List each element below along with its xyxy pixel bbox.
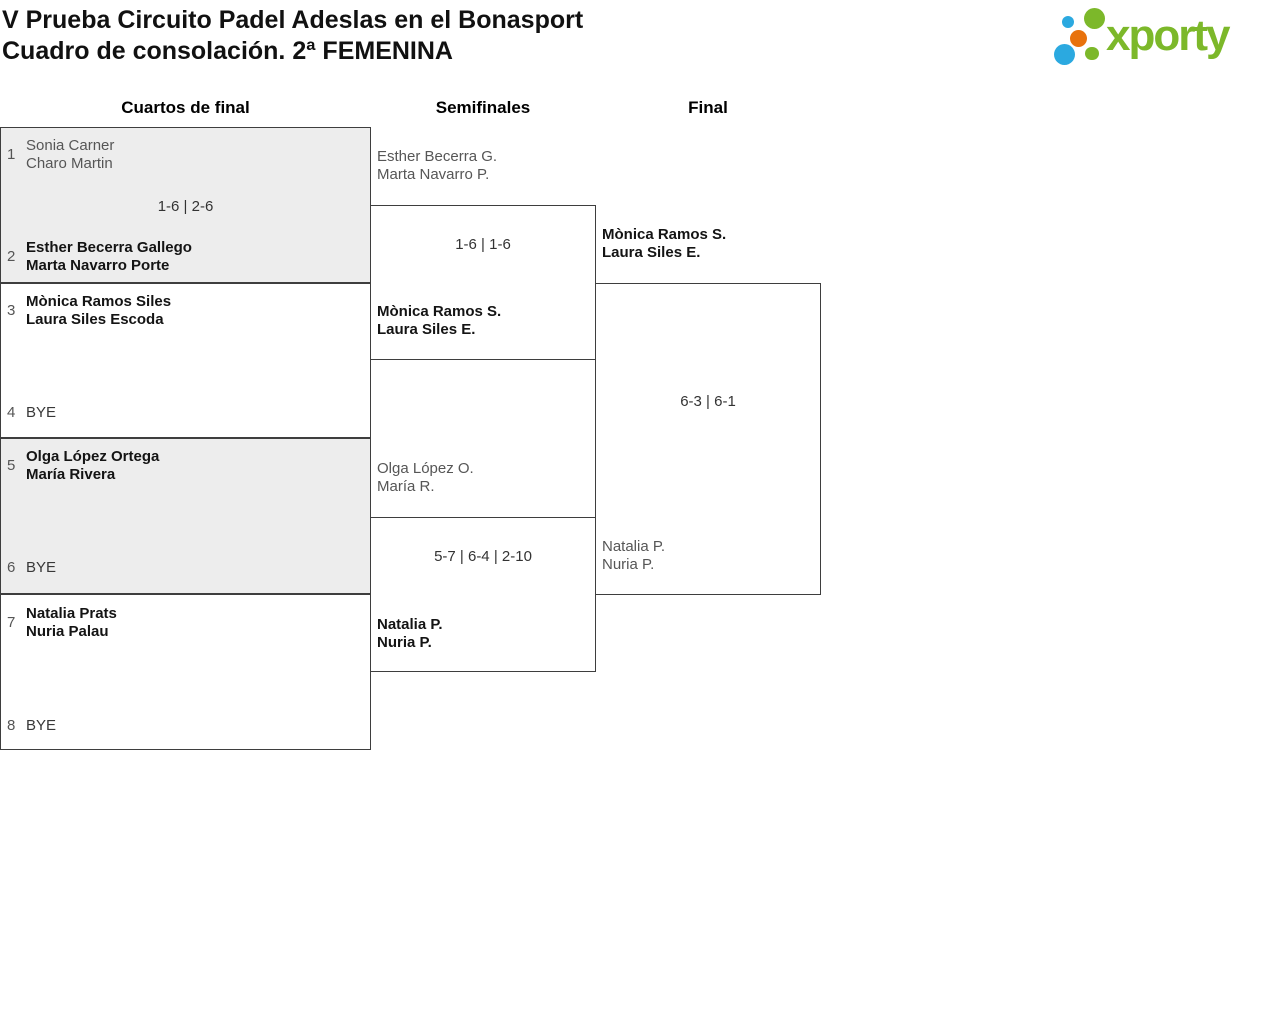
bye-slot: BYE — [26, 559, 57, 576]
team-name-pair: Olga López O. María R. — [377, 460, 474, 495]
team-name-pair: Natalia P. Nuria P. — [602, 538, 666, 573]
team-name-pair: Mònica Ramos Siles Laura Siles Escoda — [26, 293, 172, 328]
match-box-quarterfinal-2 — [0, 283, 371, 438]
seed-number: 4 — [7, 404, 16, 421]
seed-number: 8 — [7, 717, 16, 734]
team-name-pair: Natalia Prats Nuria Palau — [26, 605, 117, 640]
match-score: 5-7 | 6-4 | 2-10 — [434, 548, 532, 565]
team-name-pair: Sonia Carner Charo Martin — [26, 137, 115, 172]
logo-dot-green-small-icon — [1085, 46, 1099, 60]
round-header-semifinales: Semifinales — [435, 98, 531, 117]
seed-number: 2 — [7, 248, 16, 265]
logo-dot-blue-small-icon — [1062, 15, 1074, 28]
logo-dot-orange-icon — [1070, 30, 1087, 47]
match-score: 6-3 | 6-1 — [680, 393, 736, 410]
bye-slot: BYE — [26, 717, 57, 734]
logo-dot-green-large-icon — [1083, 7, 1105, 29]
bracket-subtitle: Cuadro de consolación. 2ª FEMENINA — [2, 37, 453, 65]
match-box-quarterfinal-3 — [0, 438, 371, 594]
seed-number: 5 — [7, 457, 16, 474]
bye-slot: BYE — [26, 404, 57, 421]
logo-dot-blue-large-icon — [1054, 44, 1075, 65]
logo-wordmark: xporty — [1106, 11, 1230, 60]
match-box-quarterfinal-1 — [0, 127, 371, 283]
team-name-pair: Esther Becerra Gallego Marta Navarro Por… — [26, 239, 192, 274]
seed-number: 6 — [7, 559, 16, 576]
match-box-quarterfinal-4 — [0, 594, 371, 750]
match-box-semifinal-1 — [370, 205, 596, 360]
seed-number: 7 — [7, 614, 16, 631]
seed-number: 3 — [7, 302, 16, 319]
match-box-final — [595, 283, 821, 595]
match-score: 1-6 | 2-6 — [157, 198, 214, 215]
team-name-pair: Olga López Ortega María Rivera — [26, 448, 160, 483]
round-header-final: Final — [688, 98, 728, 117]
tournament-name: V Prueba Circuito Padel Adeslas en el Bo… — [2, 6, 584, 34]
team-name-pair: Mònica Ramos S. Laura Siles E. — [602, 226, 727, 261]
team-name-pair: Esther Becerra G. Marta Navarro P. — [377, 148, 498, 183]
round-header-cuartos-de-final: Cuartos de final — [121, 98, 250, 117]
team-name-pair: Natalia P. Nuria P. — [377, 616, 443, 651]
match-score: 1-6 | 1-6 — [455, 236, 511, 253]
page-title: V Prueba Circuito Padel Adeslas en el Bo… — [2, 5, 583, 67]
team-name-pair: Mònica Ramos S. Laura Siles E. — [377, 303, 502, 338]
seed-number: 1 — [7, 146, 16, 163]
xporty-logo: xporty — [1054, 7, 1278, 77]
